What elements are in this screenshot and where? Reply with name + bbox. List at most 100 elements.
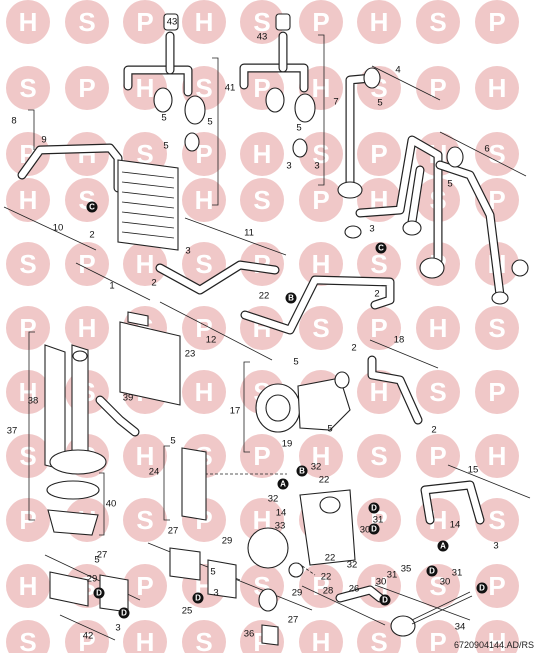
connection-badge-letter: D bbox=[371, 504, 377, 513]
part-number-label: 12 bbox=[206, 335, 217, 346]
watermark-circle bbox=[299, 242, 343, 286]
connection-badge bbox=[368, 523, 380, 535]
part-number-label: 15 bbox=[468, 465, 479, 476]
connection-badge-letter: D bbox=[96, 589, 102, 598]
watermark-circle bbox=[182, 620, 226, 653]
watermark-letter: S bbox=[253, 185, 270, 215]
connection-badge bbox=[93, 587, 105, 599]
watermark-circle bbox=[182, 178, 226, 222]
part-number-label: 14 bbox=[450, 520, 461, 531]
part-number-label: 24 bbox=[149, 467, 160, 478]
watermark-circle bbox=[416, 620, 460, 653]
part-number-label: 29 bbox=[292, 588, 303, 599]
watermark-circle bbox=[475, 498, 519, 542]
watermark-circle bbox=[6, 434, 50, 478]
connection-badge bbox=[379, 594, 391, 606]
part-number-label: 22 bbox=[259, 291, 270, 302]
part-number-label: 8 bbox=[11, 116, 16, 127]
part-number-label: 7 bbox=[333, 97, 338, 108]
watermark-letter: S bbox=[370, 441, 387, 471]
watermark-letter: H bbox=[78, 139, 97, 169]
watermark-letter: P bbox=[78, 627, 95, 653]
watermark-letter: H bbox=[312, 73, 331, 103]
watermark-circle bbox=[475, 306, 519, 350]
watermark-circle bbox=[416, 370, 460, 414]
watermark-circle bbox=[475, 370, 519, 414]
watermark-circle bbox=[65, 0, 109, 44]
part-number-label: 32 bbox=[311, 462, 322, 473]
part-number-label: 3 bbox=[493, 541, 498, 552]
pipework bbox=[17, 31, 505, 603]
watermark-circle bbox=[6, 66, 50, 110]
part-number-label: 37 bbox=[7, 426, 18, 437]
watermark-circle bbox=[357, 498, 401, 542]
watermark-circle bbox=[299, 306, 343, 350]
watermark-letter: S bbox=[19, 249, 36, 279]
watermark-circle bbox=[123, 0, 167, 44]
watermark-letter: P bbox=[488, 571, 505, 601]
part-number-label: 28 bbox=[323, 586, 334, 597]
part-number-label: 27 bbox=[168, 526, 179, 537]
part-number-label: 35 bbox=[401, 564, 412, 575]
watermark-letter: P bbox=[136, 7, 153, 37]
watermark-letter: H bbox=[312, 249, 331, 279]
watermark-circle bbox=[123, 498, 167, 542]
watermark-letter: P bbox=[429, 441, 446, 471]
connection-badge-letter: C bbox=[89, 203, 95, 212]
watermark-circle bbox=[182, 306, 226, 350]
drawing-reference-code: 6720904144.AD/RS bbox=[453, 640, 534, 650]
watermark-circle bbox=[299, 0, 343, 44]
watermark-circle bbox=[475, 66, 519, 110]
watermark-circle bbox=[357, 306, 401, 350]
watermark-circle bbox=[416, 306, 460, 350]
watermark-letter: S bbox=[370, 249, 387, 279]
connection-badge bbox=[437, 540, 449, 552]
watermark-letter: S bbox=[370, 627, 387, 653]
part-number-label: 30 bbox=[360, 525, 371, 536]
part-number-label: 40 bbox=[106, 499, 117, 510]
watermark-circle bbox=[182, 0, 226, 44]
watermark-circle bbox=[475, 620, 519, 653]
watermark-circle bbox=[357, 0, 401, 44]
watermark-letter: H bbox=[78, 313, 97, 343]
watermark-circle bbox=[65, 620, 109, 653]
watermark-letter: S bbox=[312, 313, 329, 343]
watermark-letter: H bbox=[195, 7, 214, 37]
part-number-label: 3 bbox=[369, 224, 374, 235]
watermark-letter: P bbox=[370, 139, 387, 169]
connection-badge bbox=[285, 292, 297, 304]
watermark-circle bbox=[240, 0, 284, 44]
part-number-label: 39 bbox=[123, 393, 134, 404]
watermark-circle bbox=[65, 242, 109, 286]
connection-badge bbox=[426, 565, 438, 577]
watermark-letter: S bbox=[429, 377, 446, 407]
part-number-label: 22 bbox=[325, 553, 336, 564]
connection-badge bbox=[296, 465, 308, 477]
part-number-label: 27 bbox=[288, 615, 299, 626]
watermark-circle bbox=[65, 178, 109, 222]
watermark-letter: S bbox=[195, 627, 212, 653]
watermark-circle bbox=[6, 0, 50, 44]
connection-badge-letter: A bbox=[440, 542, 446, 551]
connection-badge-letter: A bbox=[280, 480, 286, 489]
part-number-label: 30 bbox=[376, 577, 387, 588]
part-number-label: 41 bbox=[225, 83, 236, 94]
connection-badge-letter: D bbox=[429, 567, 435, 576]
watermark-circle bbox=[299, 564, 343, 608]
connection-badge-letter: D bbox=[479, 584, 485, 593]
connection-badge-letter: D bbox=[382, 596, 388, 605]
connection-badge bbox=[476, 582, 488, 594]
part-number-label: 2 bbox=[151, 278, 156, 289]
watermark-circle bbox=[299, 178, 343, 222]
watermark-circle bbox=[416, 0, 460, 44]
watermark-circle bbox=[182, 370, 226, 414]
part-number-label: 36 bbox=[244, 629, 255, 640]
components bbox=[44, 13, 529, 646]
part-number-label: 25 bbox=[182, 606, 193, 617]
watermark-circle bbox=[357, 564, 401, 608]
watermark-letter: H bbox=[253, 139, 272, 169]
part-number-label: 27 bbox=[97, 550, 108, 561]
watermark-letter: P bbox=[312, 571, 329, 601]
